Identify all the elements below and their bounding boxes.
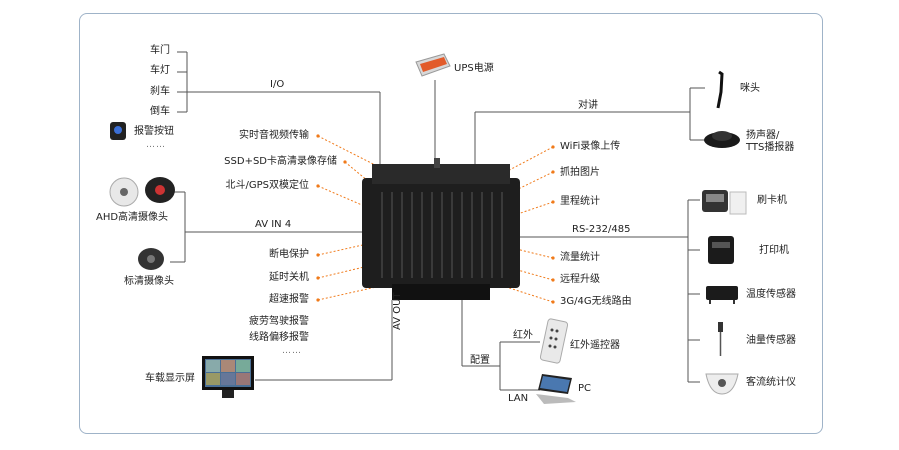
microphone-icon	[712, 70, 726, 114]
ahd-camera-label: AHD高清摄像头	[96, 212, 169, 223]
feature-ssd-sd-storage: SSD+SD卡高清录像存储	[224, 156, 337, 167]
inputs-more: ……	[146, 140, 166, 150]
car-display-icon	[202, 356, 256, 404]
input-door: 车门	[150, 45, 170, 56]
fuel-sensor-label: 油量传感器	[746, 335, 796, 346]
speaker-label-text: 扬声器/ TTS播报器	[746, 130, 795, 153]
passenger-counter-label: 客流统计仪	[746, 377, 796, 388]
feature-lane-departure-alarm: 线路偏移报警	[249, 332, 309, 343]
features-more: ……	[282, 346, 302, 356]
passenger-counter-icon	[704, 370, 740, 400]
microphone-label: 咪头	[740, 83, 760, 94]
sd-camera-label: 标清摄像头	[124, 276, 174, 287]
feature-remote-upgrade: 远程升级	[560, 274, 600, 285]
ups-power-icon	[414, 52, 452, 84]
ups-power-label: UPS电源	[454, 63, 494, 74]
card-reader-label: 刷卡机	[757, 195, 787, 206]
input-reverse: 倒车	[150, 106, 170, 117]
feature-wifi-upload: WiFi录像上传	[560, 141, 621, 152]
input-light: 车灯	[150, 65, 170, 76]
ir-remote-label: 红外遥控器	[570, 340, 620, 351]
temperature-sensor-icon	[704, 282, 742, 308]
card-reader-icon	[700, 184, 750, 220]
feature-overspeed-alarm: 超速报警	[269, 294, 309, 305]
feature-3g4g-router: 3G/4G无线路由	[560, 296, 632, 307]
lan-label: LAN	[508, 393, 529, 404]
rs-bus-label: RS-232/485	[572, 224, 631, 235]
feature-delay-shutdown: 延时关机	[269, 272, 309, 283]
mdvr-unit	[362, 158, 520, 302]
intercom-label: 对讲	[578, 100, 598, 111]
pc-label: PC	[578, 383, 592, 394]
ir-remote-icon	[539, 318, 569, 368]
pc-laptop-icon	[534, 372, 578, 410]
io-bus-label: I/O	[270, 79, 285, 90]
feature-gps-beidou: 北斗/GPS双模定位	[225, 180, 310, 191]
feature-realtime-av: 实时音视频传输	[239, 130, 309, 141]
feature-snapshot: 抓拍图片	[560, 167, 600, 178]
printer-label: 打印机	[759, 245, 789, 256]
feature-mileage: 里程统计	[560, 196, 600, 207]
temperature-sensor-label: 温度传感器	[746, 289, 796, 300]
fuel-sensor-icon	[714, 322, 728, 362]
printer-icon	[706, 232, 736, 270]
feature-fatigue-alarm: 疲劳驾驶报警	[249, 316, 309, 327]
alarm-button-label: 报警按钮	[134, 126, 174, 137]
car-display-label: 车载显示屏	[145, 373, 195, 384]
input-brake: 刹车	[150, 86, 170, 97]
av-in-label: AV IN 4	[255, 219, 292, 230]
config-label: 配置	[470, 355, 490, 366]
alarm-button-icon	[108, 120, 130, 146]
speaker-label: 扬声器/ TTS播报器	[746, 130, 794, 154]
feature-power-off-protect: 断电保护	[269, 249, 309, 260]
av-out-label: AV OUT	[392, 292, 403, 330]
speaker-icon	[702, 126, 742, 154]
ir-label: 红外	[513, 330, 533, 341]
sd-camera-icon	[136, 246, 166, 276]
ahd-camera-icon	[108, 174, 178, 214]
feature-traffic-stats: 流量统计	[560, 252, 600, 263]
